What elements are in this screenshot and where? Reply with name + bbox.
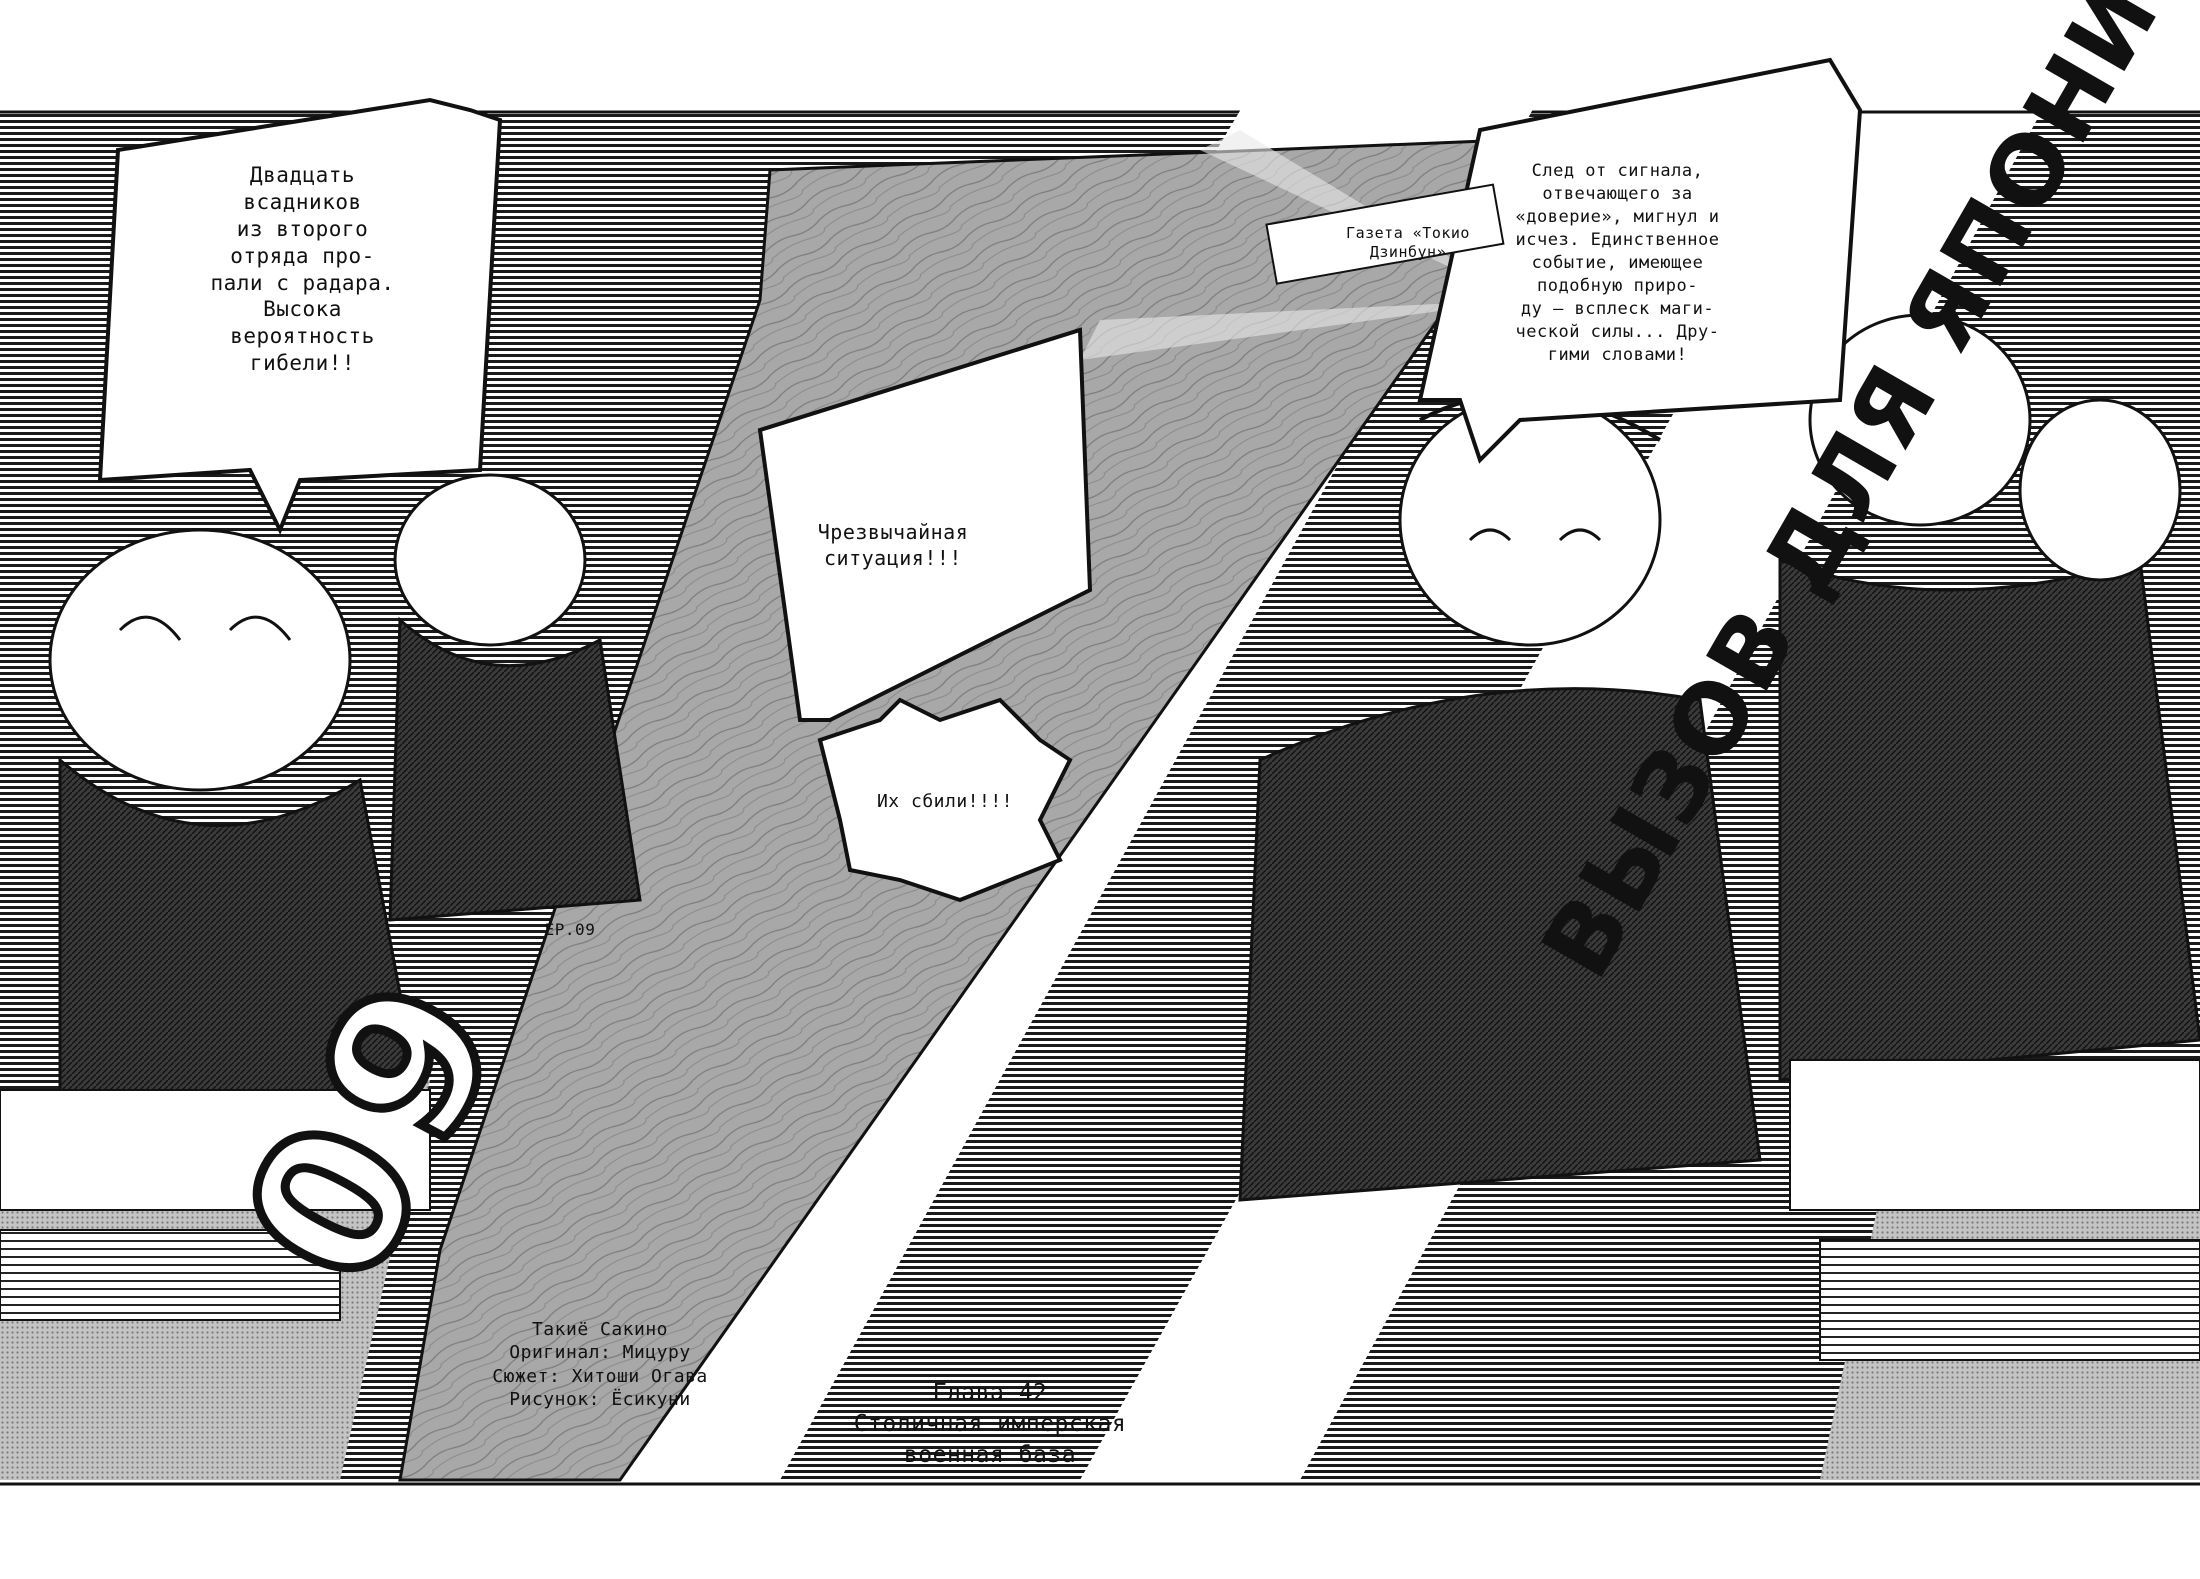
speech-bubble-shout (817, 697, 1073, 903)
reporter-sign (1265, 183, 1505, 285)
narration-1-text: Двадцать всадников из второго отряда про… (210, 163, 395, 376)
shout-text: Их сбили!!!! (876, 791, 1014, 812)
character-main-blonde (1238, 392, 1762, 1202)
speech-bubble-situation (757, 327, 1093, 722)
chapter-subtitle: Глава 42 Столичная имперская военная баз… (853, 1380, 1127, 1469)
situation-text: Чрезвычайная ситуация!!! (817, 520, 969, 570)
speech-bubble-narration-1 (97, 97, 503, 535)
speech-bubble-narration-2 (1417, 57, 1863, 464)
character-left-officer (48, 528, 422, 1142)
character-center-officer (388, 473, 642, 922)
character-far-right-officer (2018, 398, 2182, 582)
ep-label: EP.09 (544, 920, 596, 939)
author-credits: Такиё Сакино Оригинал: Мицуру Сюжет: Хит… (492, 1319, 708, 1411)
control-console-right (1789, 1059, 2200, 1361)
reporter-sign-text: Газета «Токио Дзинбун» (1346, 224, 1470, 262)
control-console-left (0, 1089, 431, 1321)
narration-2-text: След от сигнала, отвечающего за «доверие… (1515, 161, 1720, 365)
character-right-officer (1778, 313, 2200, 1082)
